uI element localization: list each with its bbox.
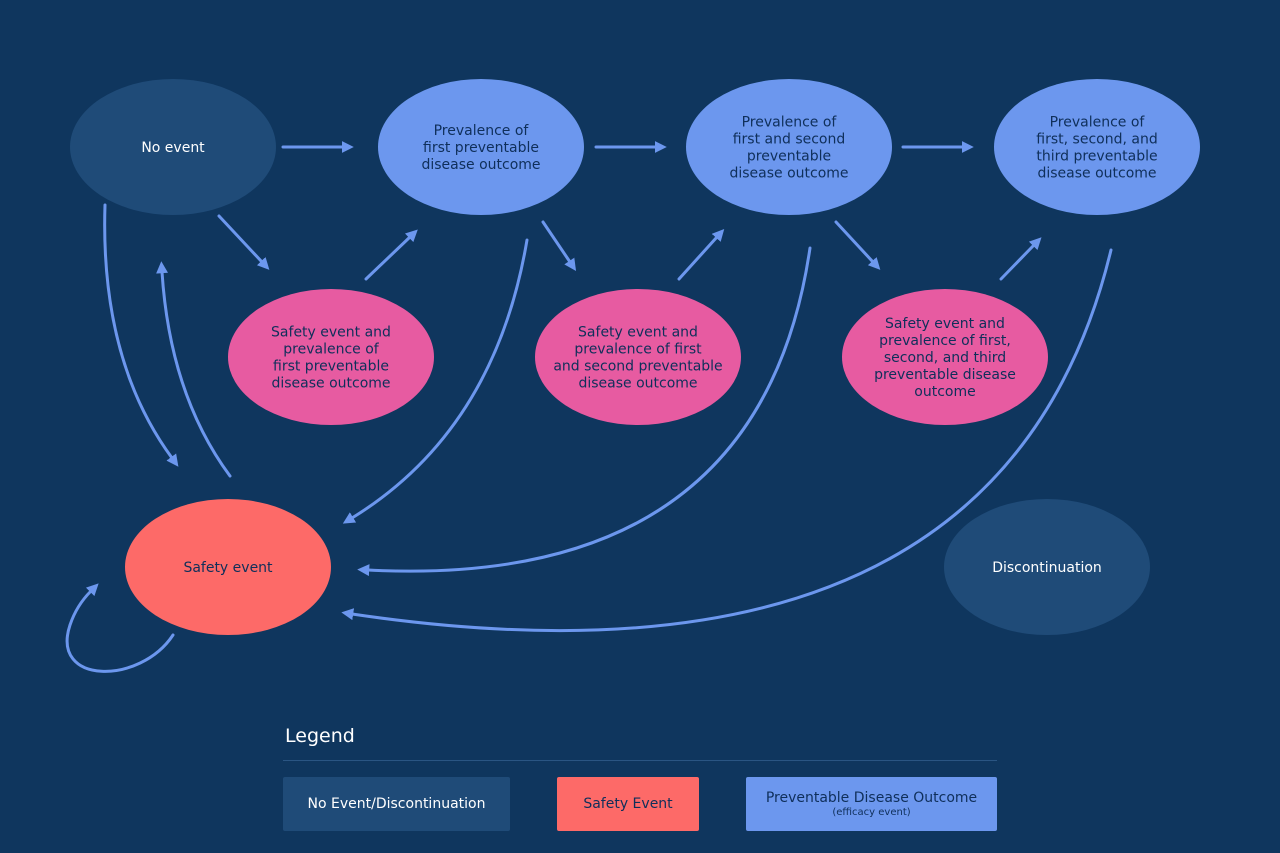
- node-label-line: prevalence of: [283, 342, 380, 358]
- arrow-prev2-to-safety: [357, 246, 812, 577]
- legend-item-no-event: No Event/Discontinuation: [283, 777, 510, 831]
- legend-sublabel-efficacy: (efficacy event): [832, 807, 911, 818]
- node-label-line: preventable: [747, 149, 831, 165]
- legend-title: Legend: [285, 725, 355, 747]
- node-label-line: Safety event and: [885, 316, 1005, 332]
- node-label-line: second, and third: [884, 350, 1006, 366]
- node-label-line: and second preventable: [553, 359, 722, 375]
- legend-row: No Event/Discontinuation Safety Event Pr…: [283, 777, 997, 831]
- arrow-prev2-to-se3: [834, 220, 881, 270]
- node-label-line: third preventable: [1036, 149, 1157, 165]
- node-label-line: outcome: [914, 384, 975, 400]
- node-label-line: Prevalence of: [742, 115, 838, 131]
- arrow-safety-self-loop: [65, 583, 175, 673]
- legend-label-no-event: No Event/Discontinuation: [307, 796, 486, 812]
- arrow-prev3-to-safety: [341, 248, 1113, 633]
- node-label-line: disease outcome: [1037, 166, 1156, 182]
- arrow-prev1-to-se2: [541, 220, 577, 271]
- arrow-noevent-to-se1: [217, 214, 270, 270]
- node-label-line: preventable disease: [874, 367, 1016, 383]
- node-label-line: disease outcome: [578, 376, 697, 392]
- node-label-line: first, second, and: [1036, 132, 1157, 148]
- node-label-line: Discontinuation: [992, 560, 1102, 576]
- node-discontinuation: Discontinuation: [944, 499, 1150, 635]
- svg-text:No event: No event: [141, 140, 205, 156]
- arrow-se1-to-prev1: [364, 229, 418, 281]
- arrow-se3-to-prev3: [999, 237, 1042, 281]
- legend-divider: [283, 760, 997, 761]
- svg-text:Safety event: Safety event: [183, 560, 273, 576]
- svg-text:Discontinuation: Discontinuation: [992, 560, 1102, 576]
- node-label-line: Prevalence of: [1050, 115, 1146, 131]
- arrow-safety-to-noevent: [156, 261, 232, 478]
- node-label-line: Prevalence of: [434, 123, 530, 139]
- node-label-line: first preventable: [273, 359, 389, 375]
- node-safety-event: Safety event: [125, 499, 331, 635]
- node-label-line: prevalence of first,: [879, 333, 1011, 349]
- node-label-line: first preventable: [423, 140, 539, 156]
- node-label-line: disease outcome: [421, 157, 540, 173]
- node-label-line: prevalence of first: [574, 342, 702, 358]
- node-label-line: first and second: [733, 132, 846, 148]
- legend-item-preventable-outcome: Preventable Disease Outcome (efficacy ev…: [746, 777, 997, 831]
- node-label-line: disease outcome: [729, 166, 848, 182]
- legend: Legend No Event/Discontinuation Safety E…: [283, 722, 997, 831]
- arrow-se2-to-prev2: [677, 228, 725, 281]
- node-label-line: Safety event: [183, 560, 273, 576]
- node-no-event: No event: [70, 79, 276, 215]
- node-label-line: Safety event and: [578, 325, 698, 341]
- arrow-noevent-to-safety: [103, 203, 179, 467]
- legend-label-safety-event: Safety Event: [583, 796, 673, 812]
- node-label-line: Safety event and: [271, 325, 391, 341]
- node-label-line: No event: [141, 140, 205, 156]
- node-label-line: disease outcome: [271, 376, 390, 392]
- legend-item-safety-event: Safety Event: [557, 777, 699, 831]
- legend-label-preventable-outcome: Preventable Disease Outcome: [765, 790, 978, 806]
- arrow-prev1-to-safety: [342, 238, 529, 524]
